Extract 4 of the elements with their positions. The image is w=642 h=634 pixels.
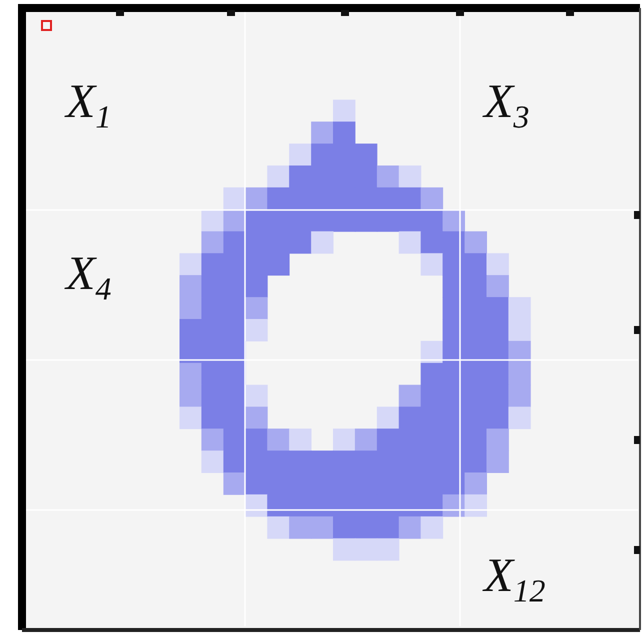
variable-label: X$_{12}$ — [484, 552, 546, 607]
variable-label: X$_{4}$ — [66, 250, 112, 305]
variable-label: X$_{3}$ — [484, 78, 530, 133]
variable-label: X$_{1}$ — [66, 78, 112, 133]
